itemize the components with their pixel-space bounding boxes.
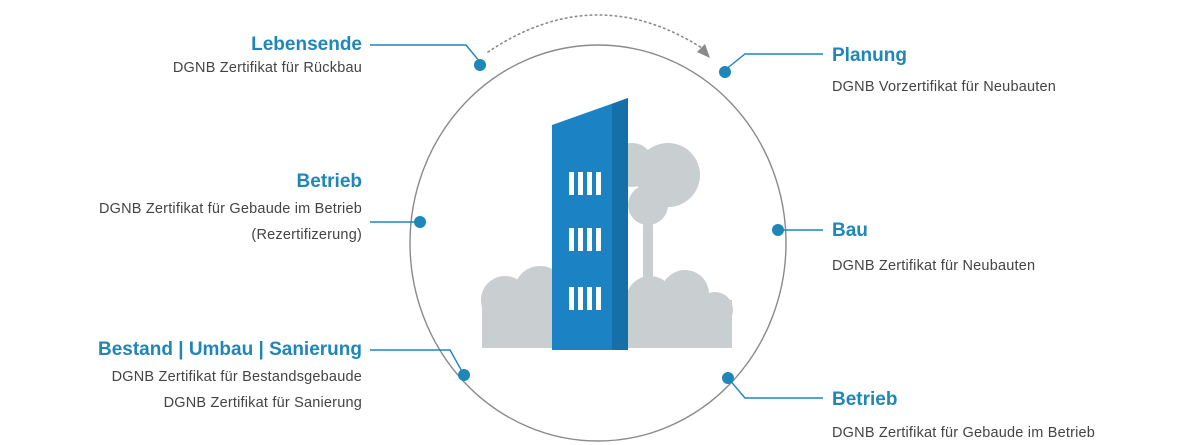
node-planung (719, 66, 731, 78)
stage-nodes (414, 59, 784, 384)
node-bestand (458, 369, 470, 381)
stage-title: Betrieb (296, 171, 362, 192)
stage-desc: DGNB Zertifikat für Neubauten (832, 258, 1036, 274)
stage-title: Betrieb (832, 389, 898, 410)
stage-desc: (Rezertifizerung) (251, 227, 362, 243)
stage-desc: DGNB Vorzertifikat für Neubauten (832, 79, 1056, 95)
connectors (370, 44, 823, 399)
stage-lebensende: Lebensende DGNB Zertifikat für Rückbau (173, 33, 362, 79)
stage-title: Planung (832, 45, 907, 66)
stage-bau: Bau DGNB Zertifikat für Neubauten (832, 219, 1035, 277)
node-bau (772, 224, 784, 236)
connector-bestand (370, 349, 465, 376)
stage-desc: DGNB Zertifikat für Rückbau (172, 60, 362, 76)
stage-bestand: Bestand | Umbau | Sanierung DGNB Zertifi… (98, 338, 362, 414)
stage-desc: DGNB Zertifikat für Gebaude im Betrieb (832, 425, 1096, 441)
cycle-arrow (487, 14, 703, 53)
stage-title: Bestand | Umbau | Sanierung (97, 339, 362, 360)
connector-lebensende (370, 44, 481, 63)
stage-betrieb-left: Betrieb DGNB Zertifikat für Gebaude im B… (99, 170, 362, 246)
stage-betrieb-right: Betrieb DGNB Zertifikat für Gebaude im B… (832, 388, 1095, 444)
stage-desc: DGNB Zertifikat für Gebaude im Betrieb (98, 201, 362, 217)
stage-desc: DGNB Zertifikat für Bestandsgebaude (111, 369, 362, 385)
stage-title: Bau (832, 220, 868, 241)
node-betrieb-right (722, 372, 734, 384)
node-lebensende (474, 59, 486, 71)
stage-title: Lebensende (251, 34, 362, 55)
connector-betrieb-right (727, 377, 823, 399)
stage-desc: DGNB Zertifikat für Sanierung (163, 395, 362, 411)
connector-planung (724, 53, 823, 71)
lifecycle-circle (409, 44, 787, 442)
stage-planung: Planung DGNB Vorzertifikat für Neubauten (832, 44, 1056, 98)
node-betrieb-left (414, 216, 426, 228)
arrowhead-icon (697, 44, 710, 58)
building-illustration (552, 98, 628, 350)
